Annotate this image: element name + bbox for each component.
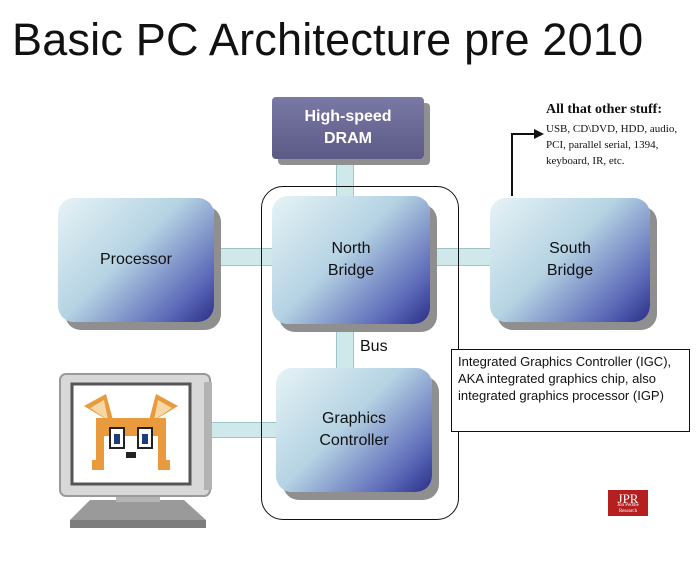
south-bridge-label-line-2: Bridge — [546, 262, 594, 279]
south-bridge-block: South Bridge — [490, 198, 650, 322]
igc-note: Integrated Graphics Controller (IGC), AK… — [451, 349, 690, 432]
bus-label: Bus — [360, 338, 388, 355]
other-stuff-description: USB, CD\DVD, HDD, audio, PCI, parallel s… — [546, 123, 678, 167]
dram-block: High-speed DRAM — [272, 97, 424, 159]
other-stuff-title: All that other stuff: — [546, 102, 663, 117]
north-bridge-label-line-2: Bridge — [327, 262, 375, 279]
jpr-logo-subtext: Jon Peddie Research — [617, 503, 639, 514]
south-bridge-label-line-1: South — [549, 240, 591, 257]
north-bridge-block: North Bridge — [272, 196, 430, 324]
processor-block: Processor — [58, 198, 214, 322]
processor-label: Processor — [99, 251, 173, 268]
other-stuff-arrow — [511, 129, 544, 196]
page-title: Basic PC Architecture pre 2010 — [12, 14, 644, 65]
jpr-logo-text: JPR — [617, 491, 639, 506]
north-bridge-label-line-1: North — [331, 240, 371, 257]
jpr-logo: JPR Jon Peddie Research — [608, 490, 648, 516]
monitor-icon — [59, 373, 212, 528]
graphics-controller-label-line-2: Controller — [319, 432, 389, 449]
graphics-controller-label-line-1: Graphics — [321, 410, 387, 427]
dram-label-line-1: High-speed — [304, 108, 392, 125]
dram-label-line-2: DRAM — [324, 130, 372, 147]
graphics-controller-block: Graphics Controller — [276, 368, 432, 492]
